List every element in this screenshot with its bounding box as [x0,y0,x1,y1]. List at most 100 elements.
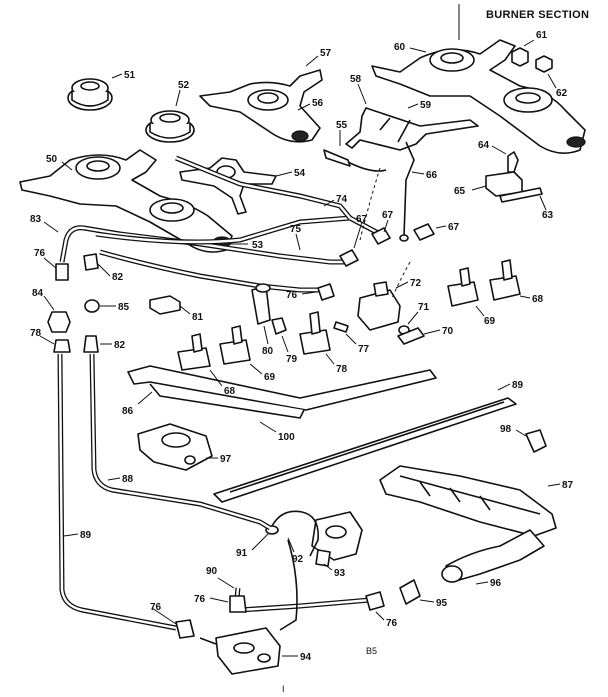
svg-text:82: 82 [114,340,126,351]
burner-assembly-50 [19,149,233,253]
svg-text:70: 70 [442,326,454,337]
gas-tube-74 [95,215,382,245]
svg-text:52: 52 [178,80,190,91]
svg-text:89: 89 [80,530,92,541]
nut-84 [47,311,71,333]
callout-100: 100 [259,421,295,443]
svg-text:67: 67 [356,214,368,225]
callout-88: 88 [107,474,134,485]
svg-text:68: 68 [532,294,544,305]
callout-64: 64 [478,140,507,155]
callout-52: 52 [175,80,190,107]
fitting-76a [55,263,69,281]
fitting-76e [175,619,195,639]
callout-71: 71 [407,302,430,325]
nut-85 [84,299,100,313]
svg-text:89: 89 [512,380,524,391]
gas-tube-90 [234,587,371,613]
callout-69b: 69 [249,363,276,383]
manifold-86 [127,365,437,419]
burner-cap-51 [67,78,113,111]
clip-81 [149,295,181,315]
svg-text:62: 62 [556,88,568,99]
callout-54: 54 [275,168,306,179]
svg-text:78: 78 [30,328,42,339]
svg-text:61: 61 [536,30,548,41]
svg-text:68: 68 [224,386,236,397]
svg-text:94: 94 [300,652,312,663]
svg-text:76: 76 [194,594,206,605]
callout-86: 86 [122,391,153,417]
callout-85: 85 [100,302,130,313]
callout-61: 61 [523,30,548,47]
callout-75: 75 [290,224,302,251]
svg-text:53: 53 [252,240,264,251]
svg-text:76: 76 [286,290,298,301]
callout-57: 57 [305,48,332,67]
svg-text:65: 65 [454,186,466,197]
clip-98 [525,429,547,453]
callout-58: 58 [350,74,367,105]
svg-text:92: 92 [292,554,304,565]
svg-text:87: 87 [562,480,574,491]
fitting-67a [339,249,359,267]
svg-text:58: 58 [350,74,362,85]
callout-98: 98 [500,424,527,437]
fitting-76d [365,591,385,611]
valve-68b [177,333,211,371]
fitting-77 [333,321,349,333]
orifice-62 [535,55,553,73]
svg-text:76: 76 [34,248,46,259]
callout-70: 70 [423,326,454,337]
svg-text:82: 82 [112,272,124,283]
bottom-mark: I [282,684,285,694]
svg-text:72: 72 [410,278,422,289]
svg-text:50: 50 [46,154,58,165]
callout-93: 93 [323,563,346,579]
tube-joint [199,637,217,645]
fitting-67c [413,223,435,241]
capillary-line [279,539,298,631]
page-reference: B5 [366,646,377,656]
fitting-82b [83,335,99,353]
callout-79: 79 [281,335,298,365]
callout-76a: 76 [34,248,57,269]
svg-text:78: 78 [336,364,348,375]
valve-78b [299,311,331,355]
svg-text:69: 69 [484,316,496,327]
regulator-72 [357,281,401,331]
callout-92: 92 [287,537,304,565]
callout-68b: 68 [209,369,236,397]
svg-text:76: 76 [150,602,162,613]
svg-text:63: 63 [542,210,554,221]
callout-67b: 67 [382,210,394,233]
callout-89a: 89 [497,380,524,391]
diagram-title: BURNER SECTION [486,9,589,21]
burner-cap-52 [145,110,195,143]
callout-77: 77 [345,333,370,355]
bracket-58-59 [345,107,479,242]
svg-text:83: 83 [30,214,42,225]
gas-tube-66 [175,155,352,220]
switch-assembly-65 [485,151,523,197]
svg-text:81: 81 [192,312,204,323]
burner-assembly-60 [371,39,586,154]
callout-60: 60 [394,42,427,53]
callout-89b: 89 [63,530,92,541]
callout-66: 66 [411,170,438,181]
svg-text:100: 100 [278,432,295,443]
svg-text:69: 69 [264,372,276,383]
svg-text:55: 55 [336,120,348,131]
svg-text:97: 97 [220,454,232,465]
svg-text:59: 59 [420,100,432,111]
callout-82b: 82 [100,340,126,351]
bracket-70 [397,327,425,345]
gas-tube-75 [99,249,330,293]
callout-81: 81 [179,305,204,323]
svg-text:80: 80 [262,346,274,357]
thermostat-93 [311,511,363,567]
callout-76b: 76 [286,290,317,301]
manifold-bar-89a [213,397,517,503]
